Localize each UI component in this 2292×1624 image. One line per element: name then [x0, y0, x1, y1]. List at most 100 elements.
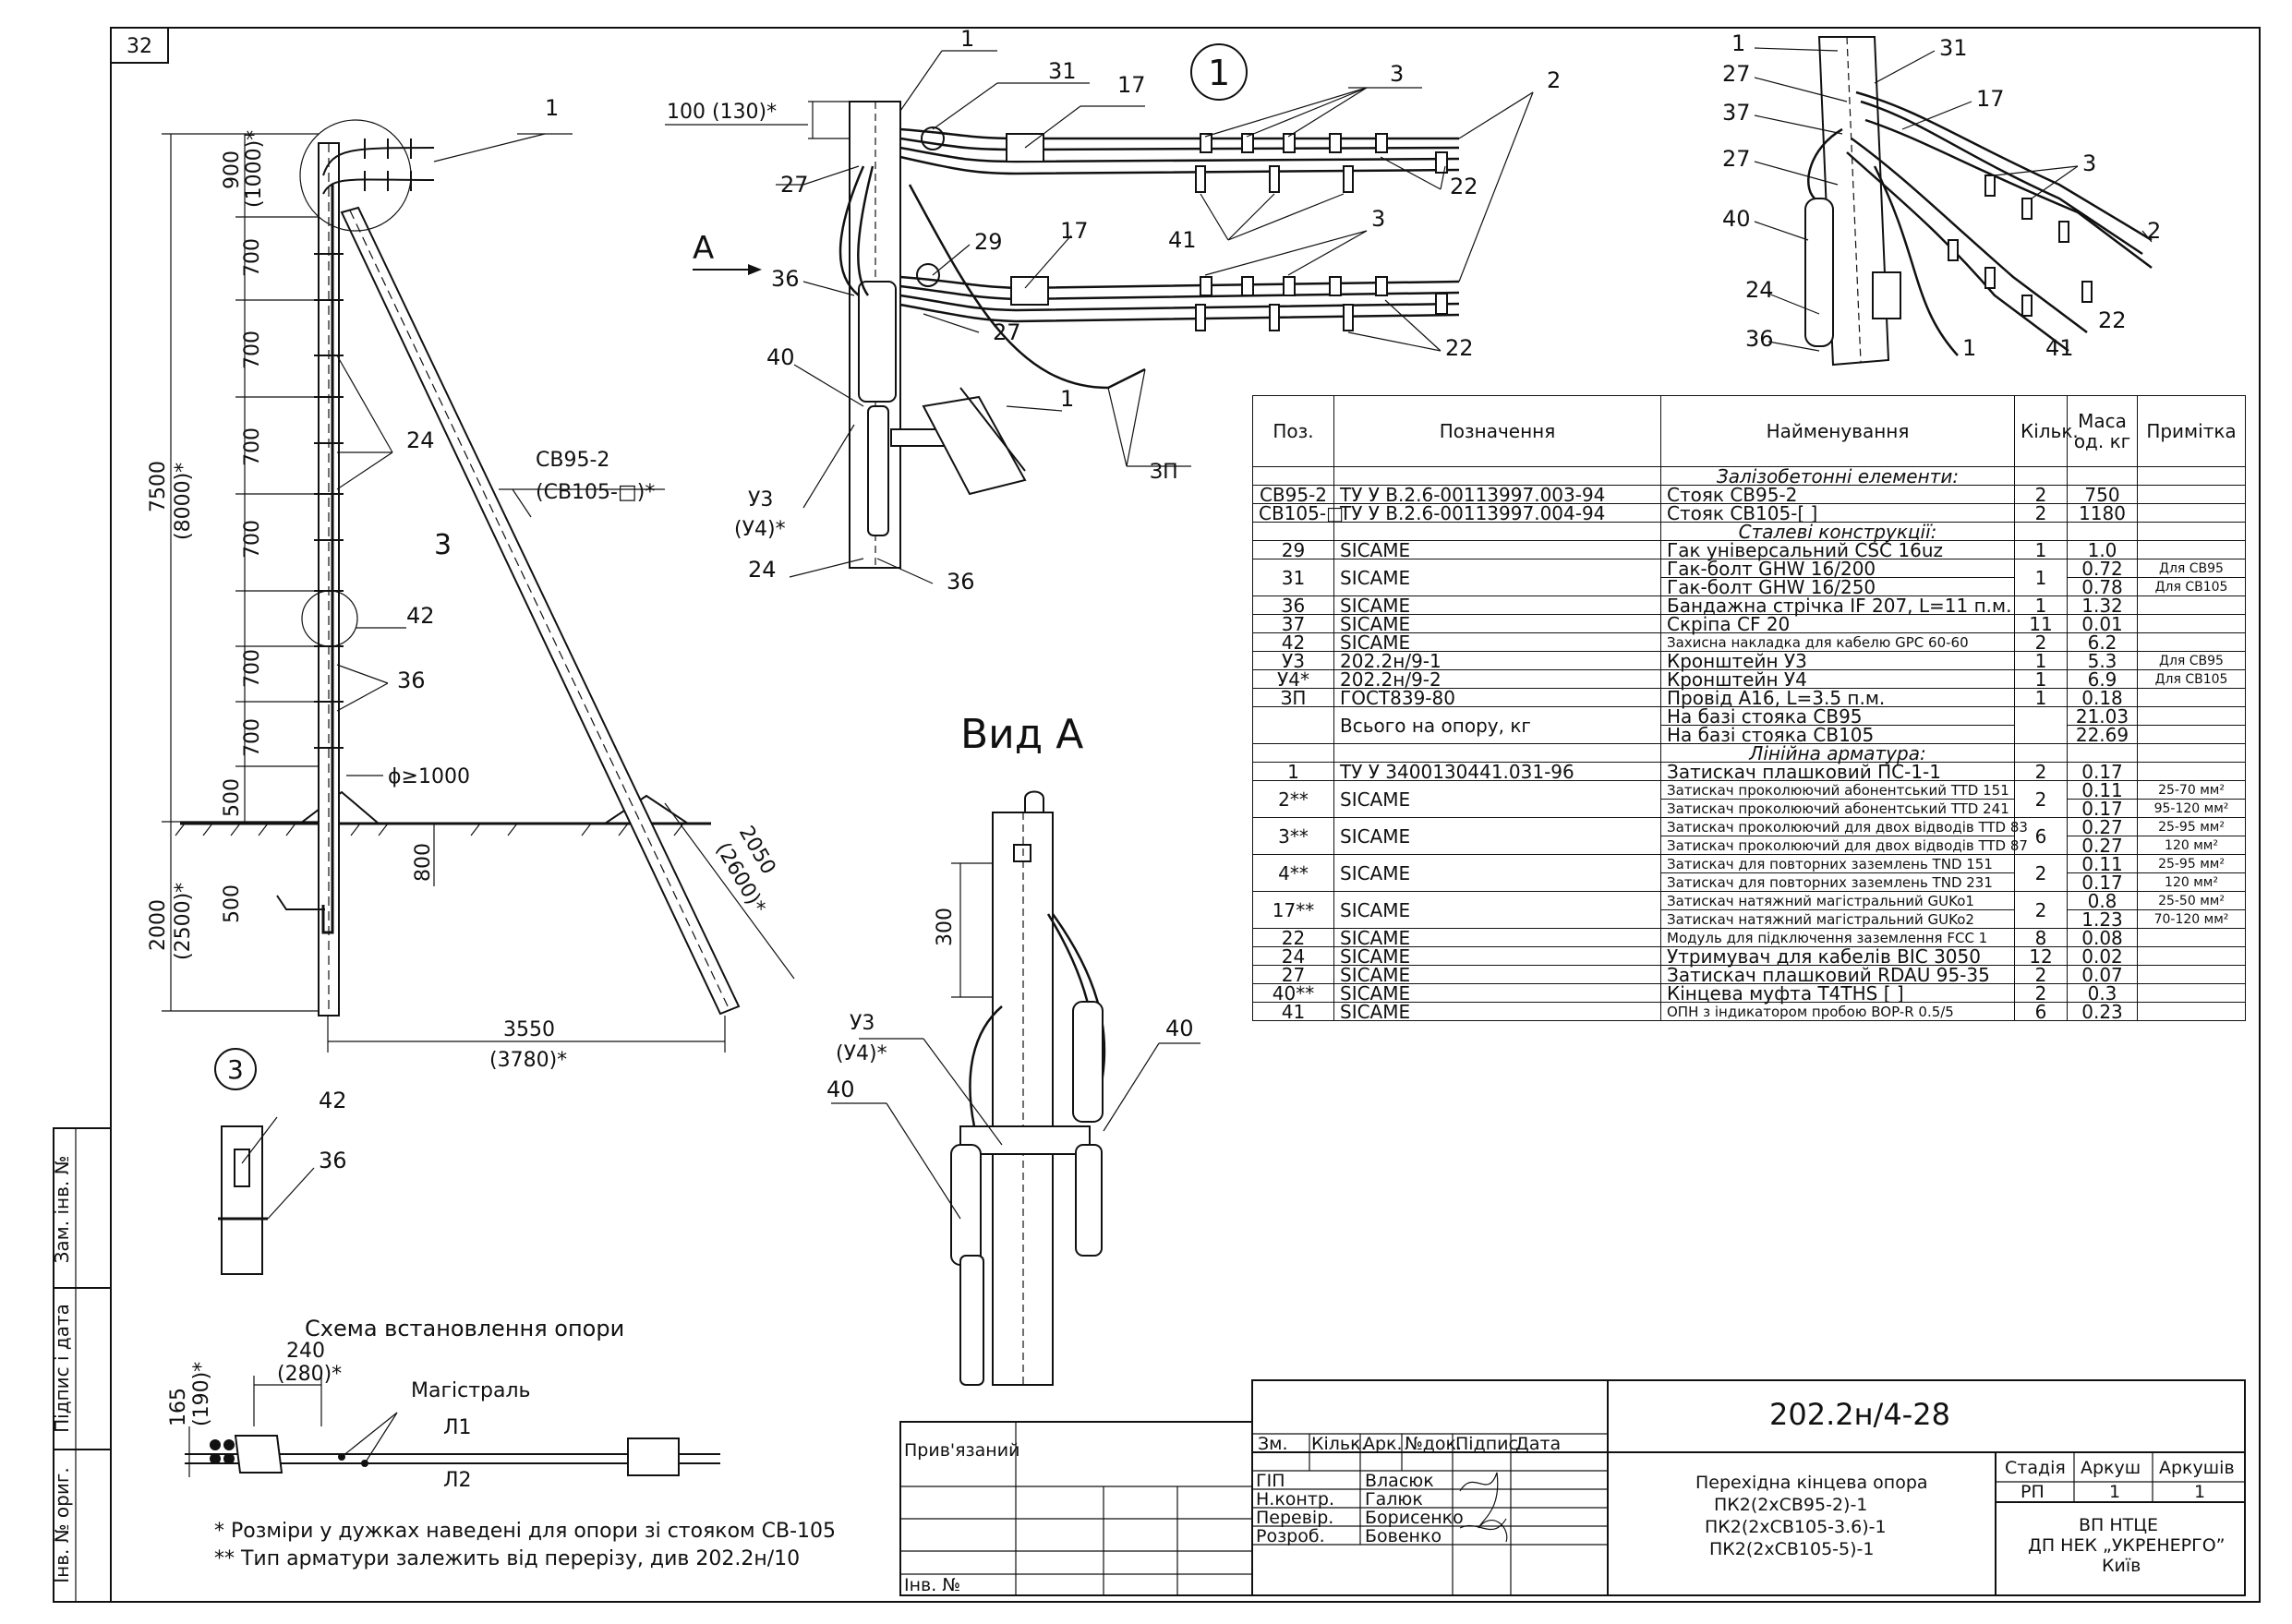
spec-note [2137, 485, 2246, 504]
iso-callout-2: 2 [2147, 218, 2161, 244]
rev-ndok: №док. [1405, 1434, 1463, 1454]
name-4: Бовенко [1365, 1526, 1442, 1546]
sheets-label: Аркушів [2159, 1458, 2235, 1478]
spec-header-row: Поз. Позначення Найменування Кільк. Маса… [1252, 395, 2246, 467]
title-line-3: ПК2(2хСВ105-3.6)-1 [1705, 1517, 1887, 1537]
sheet-frame [110, 27, 2261, 1603]
spec-qty: 2 [2014, 485, 2068, 504]
spec-note [2137, 632, 2246, 652]
spec-code: ТУ У В.2.6-00113997.003-94 [1333, 485, 1661, 504]
binding-block: Прив'язаний Інв. № [899, 1421, 1253, 1596]
spec-name-2: Затискач проколюючий абонентський TTD 24… [1660, 799, 2015, 818]
spec-note [2137, 614, 2246, 633]
isometric-view: 1 27 37 27 40 24 36 31 17 3 2 22 41 1 [1722, 30, 2161, 367]
spec-header-qty: Кільк. [2014, 395, 2079, 467]
callout-24-elev: 24 [406, 427, 435, 453]
dim-1000: (1000)* [243, 130, 266, 208]
spec-mass: 1.32 [2067, 595, 2138, 615]
spec-note [2137, 595, 2246, 615]
iso-callout-36: 36 [1745, 326, 1774, 352]
stamp-inv-orig: Інв. № ориг. [51, 1467, 73, 1582]
dim-900: 900 [221, 150, 244, 189]
dim-phi: ϕ≥1000 [388, 765, 470, 788]
spec-name: Утримувач для кабелів BIC 3050 [1660, 946, 2015, 966]
spec-header-name: Найменування [1660, 395, 2015, 467]
spec-note [2137, 946, 2246, 966]
spec-mass: 0.01 [2067, 614, 2138, 633]
spec-header-mass: Маса од. кг [2067, 395, 2138, 467]
rev-kilk: Кільк. [1311, 1434, 1367, 1454]
callout-42-detail: 42 [319, 1088, 347, 1113]
spec-note [2137, 965, 2246, 984]
spec-code: SICAME [1333, 595, 1661, 615]
dim-700-6: 700 [241, 718, 264, 757]
spec-qty: 1 [2014, 559, 2068, 596]
spec-note-2: 120 мм² [2137, 836, 2246, 855]
spec-cell-empty [2067, 522, 2138, 541]
spec-name: Кінцева муфта T4THS [ ] [1660, 983, 2015, 1003]
scheme-l1: Л1 [443, 1416, 472, 1439]
spec-pos: 37 [1252, 614, 1334, 633]
dim-8000: (8000)* [172, 463, 195, 540]
spec-name: Модуль для підключення заземлення FCC 1 [1660, 928, 2015, 947]
spec-code: SICAME [1333, 559, 1661, 596]
callout-36-detail: 36 [319, 1148, 347, 1173]
callout-1-elev: 1 [545, 95, 559, 121]
spec-qty: 12 [2014, 946, 2068, 966]
callout-36-elev: 36 [397, 668, 426, 693]
scheme-magistral: Магістраль [411, 1379, 531, 1402]
org-line-3: Київ [2102, 1556, 2141, 1576]
spec-pos: 36 [1252, 595, 1334, 615]
spec-pos: 24 [1252, 946, 1334, 966]
spec-pos: У3 [1252, 651, 1334, 670]
spec-pos: 4** [1252, 854, 1334, 892]
spec-pos: У4* [1252, 669, 1334, 689]
iso-callout-37: 37 [1722, 100, 1751, 126]
spec-qty: 2 [2014, 965, 2068, 984]
spec-cell-empty [1252, 522, 1334, 541]
spec-code: SICAME [1333, 854, 1661, 892]
spec-name: Стояк СВ95-2 [1660, 485, 2015, 504]
callout-22-top: 22 [1450, 174, 1478, 199]
dim-700-3: 700 [241, 427, 264, 466]
dim-700-4: 700 [241, 520, 264, 559]
spec-qty: 8 [2014, 928, 2068, 947]
inv-label: Інв. № [904, 1575, 961, 1595]
spec-section-title: Лінійна арматура: [1660, 743, 2015, 763]
spec-pos: 40** [1252, 983, 1334, 1003]
sheet-value: 1 [2109, 1482, 2121, 1502]
callout-1-top: 1 [960, 26, 974, 52]
spec-code: SICAME [1333, 632, 1661, 652]
spec-pos: 22 [1252, 928, 1334, 947]
sheet-number-box [110, 27, 169, 64]
callout-24-top: 24 [748, 557, 777, 583]
iso-callout-27a: 27 [1722, 61, 1751, 87]
label-sv95: СВ95-2 [536, 449, 609, 472]
spec-cell-empty [1333, 522, 1661, 541]
spec-code: SICAME [1333, 817, 1661, 855]
spec-note [2137, 688, 2246, 707]
iso-callout-1: 1 [1731, 30, 1745, 56]
spec-cell-empty [2067, 466, 2138, 486]
spec-note [2137, 540, 2246, 559]
pryv-label: Прив'язаний [904, 1440, 1020, 1461]
view-a-title: Вид А [960, 711, 1083, 758]
spec-mass: 0.8 [2067, 891, 2138, 910]
spec-cell-empty [2137, 743, 2246, 763]
dim-240: 240 [286, 1340, 325, 1363]
arrow-a-label: А [693, 230, 714, 267]
spec-pos: 27 [1252, 965, 1334, 984]
dim-2000: 2000 [147, 899, 170, 951]
